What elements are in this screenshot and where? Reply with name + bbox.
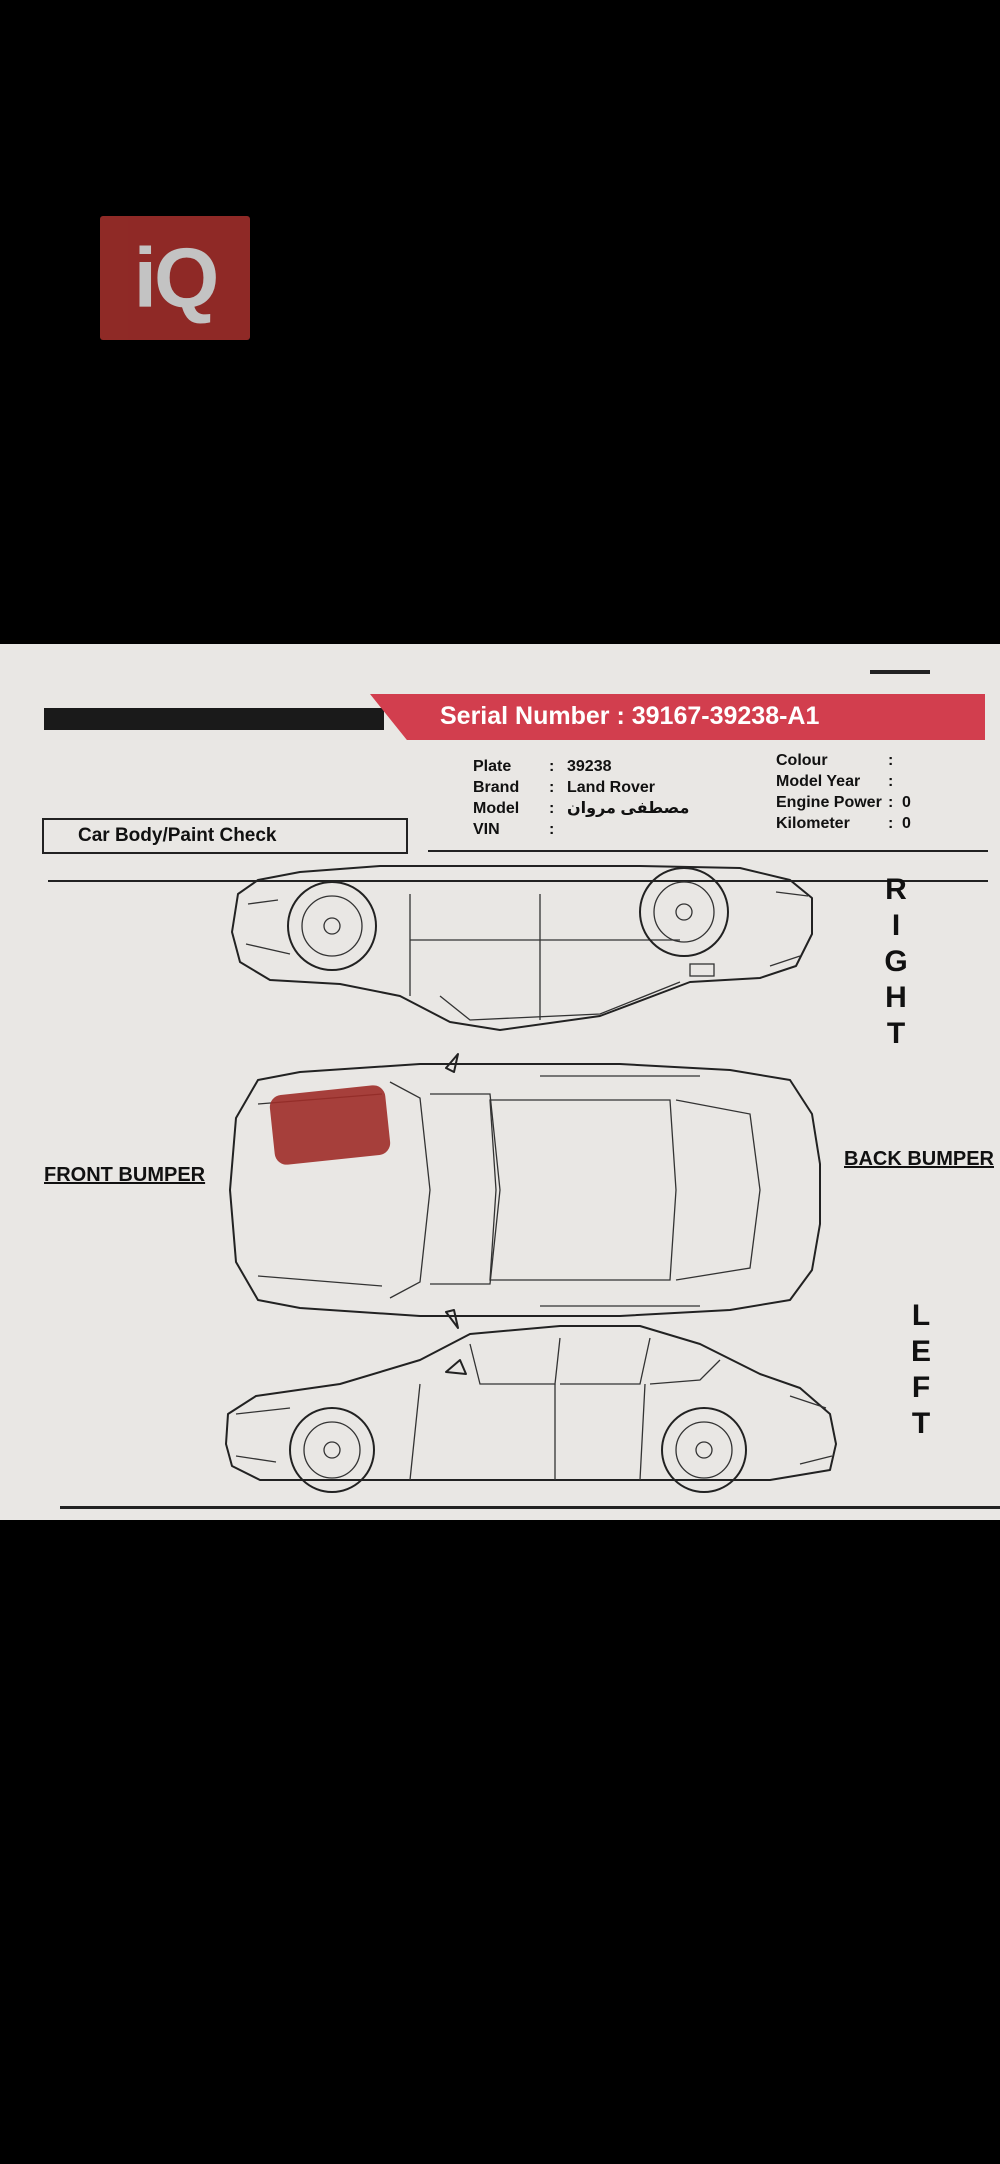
info-sep: : [549,779,555,796]
vehicle-info-left: Plate : 39238 Brand : Land Rover Model :… [473,756,689,840]
info-label: Engine Power [776,794,882,811]
info-value: 0 [902,794,911,811]
info-label: Brand [473,779,520,796]
info-sep: : [888,773,894,790]
info-sep: : [549,800,555,817]
vehicle-info-right: Colour : Model Year : Engine Power : 0 K… [776,750,911,834]
info-label: VIN [473,821,500,838]
info-sep: : [888,752,894,769]
divider-bottom [60,1506,1000,1509]
info-value: مصطفى مروان [567,800,690,817]
car-top-view [229,1053,821,1329]
serial-value: 39167-39238-A1 [631,702,820,730]
logo-text: iQ [133,230,220,325]
inspection-sheet: Serial Number : 39167-39238-A1 Plate : 3… [0,644,1000,1520]
info-label: Model Year [776,773,861,790]
letter: H [885,981,907,1014]
label-front-bumper: FRONT BUMPER [44,1164,206,1186]
letter: L [911,1299,931,1332]
header-red-bar [370,694,985,740]
car-left-view [225,1325,837,1493]
info-label: Model [473,800,520,817]
info-label: Kilometer [776,815,850,832]
info-row-brand: Brand : Land Rover [473,777,689,798]
info-row-engine-power: Engine Power : 0 [776,792,911,813]
info-value: 0 [902,815,911,832]
info-row-colour: Colour : [776,750,911,771]
letter: E [910,1335,931,1368]
info-sep: : [549,758,555,775]
serial-label: Serial Number : [440,702,625,730]
car-diagram [225,865,837,1493]
info-label: Colour [776,752,828,769]
label-back-bumper: BACK BUMPER [844,1148,994,1170]
brand-logo: iQ [100,216,250,340]
info-sep: : [888,815,894,832]
letter: T [911,1407,931,1440]
section-title: Car Body/Paint Check [42,818,408,854]
info-row-plate: Plate : 39238 [473,756,689,777]
info-underline [428,850,988,852]
serial-number: Serial Number : 39167-39238-A1 [440,702,819,731]
info-row-model-year: Model Year : [776,771,911,792]
letter: F [911,1371,931,1404]
car-right-view [231,865,813,1031]
info-row-model: Model : مصطفى مروان [473,798,689,819]
info-value: 39238 [567,758,612,775]
info-sep: : [549,821,555,838]
letter: I [891,909,901,942]
header-black-bar [44,708,384,730]
corner-dash [870,670,930,674]
letter: T [886,1017,906,1050]
info-row-vin: VIN : [473,819,689,840]
label-left: L E F T [904,1298,938,1442]
info-label: Plate [473,758,512,775]
info-sep: : [888,794,894,811]
info-row-kilometer: Kilometer : 0 [776,813,911,834]
damage-mark-hood [269,1085,391,1165]
label-right: R I G H T [879,872,913,1052]
divider-top [48,880,988,882]
info-value: Land Rover [567,779,656,796]
letter: G [884,945,908,978]
letter: R [885,873,907,906]
